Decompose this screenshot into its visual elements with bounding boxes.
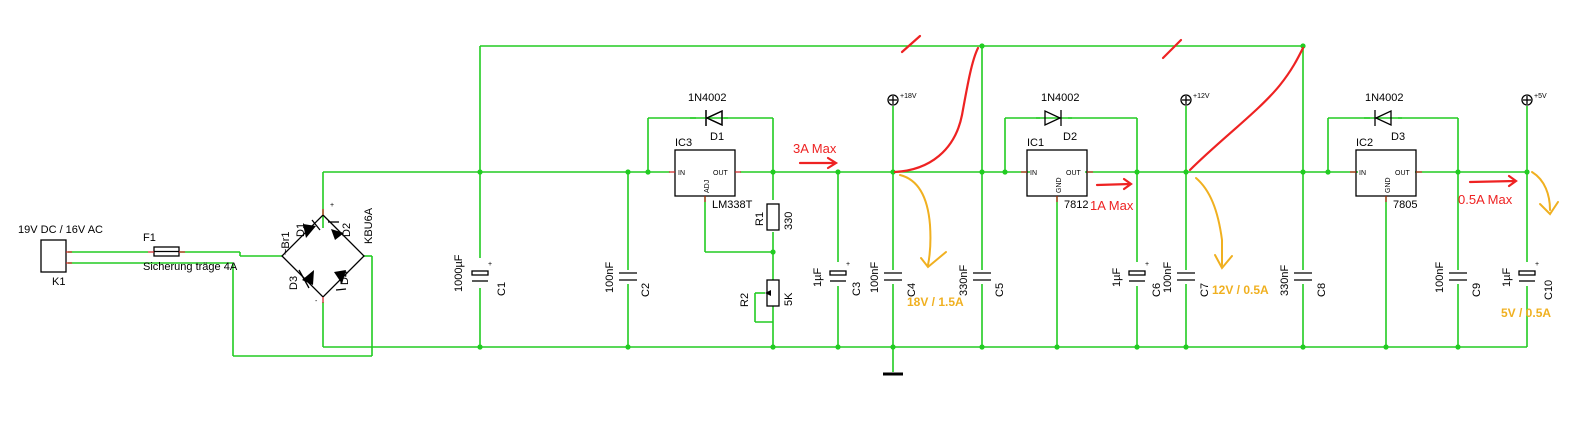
resistor-r1: R1 330 — [754, 203, 795, 231]
capacitor-c10: + 1µF C10 — [1501, 261, 1555, 300]
annotations: 3A Max 1A Max 0.5A Max 18V / 1.5A 12V / … — [793, 34, 1559, 320]
bridge-d3: D3 — [288, 276, 300, 290]
arrow-1a-icon — [1095, 177, 1133, 191]
bridge-ref: ~Br1 — [280, 231, 292, 255]
capacitor-c5: 330nF C5 — [958, 265, 1006, 297]
c3-value: 1µF — [812, 268, 824, 287]
reg3-out: OUT — [1395, 170, 1411, 177]
c1-plus: + — [488, 261, 492, 268]
junctions — [477, 43, 1530, 350]
reg3-diode-part: 1N4002 — [1365, 92, 1404, 104]
c5-ref: C5 — [994, 283, 1006, 297]
c7-ref: C7 — [1199, 283, 1211, 297]
c6-ref: C6 — [1151, 283, 1163, 297]
reg1-ref: IC3 — [675, 137, 692, 149]
bridge-d4: D4 — [339, 271, 351, 285]
fuse-desc: Sicherung träge 4A — [143, 261, 238, 273]
connector-ref: K1 — [52, 276, 65, 288]
capacitor-c4: 100nF C4 — [869, 262, 918, 297]
c1-value: 1000µF — [453, 254, 465, 292]
reg1-out: OUT — [713, 170, 729, 177]
capacitor-c2: 100nF C2 — [604, 262, 652, 297]
r2-ref: R2 — [739, 293, 751, 307]
bridge-rectifier: + - ~Br1 D1 D2 D3 D4 KBU6A — [280, 202, 375, 305]
reg2-in: IN — [1030, 170, 1037, 177]
rail-12v: +12V — [1193, 93, 1210, 100]
annotation-12v: 12V / 0.5A — [1212, 283, 1269, 297]
c9-ref: C9 — [1471, 283, 1483, 297]
bridge-part: KBU6A — [363, 207, 375, 244]
reg3-in: IN — [1359, 170, 1366, 177]
capacitor-c3: + 1µF C3 — [812, 261, 863, 296]
bridge-plus: + — [330, 202, 334, 209]
bridge-d2: D2 — [341, 223, 353, 237]
r2-value: 5K — [783, 292, 795, 306]
annotation-5v: 5V / 0.5A — [1501, 306, 1551, 320]
reg2-ref: IC1 — [1027, 137, 1044, 149]
capacitor-c7: 100nF C7 — [1162, 262, 1211, 297]
reg1-diode-ref: D1 — [710, 131, 724, 143]
regulator-7805: IC2 IN OUT GND 7805 1N4002 D3 — [1350, 92, 1422, 211]
c1-ref: C1 — [496, 282, 508, 296]
c10-plus: + — [1535, 261, 1539, 268]
annotation-1a-max: 1A Max — [1090, 198, 1134, 213]
c10-ref: C10 — [1543, 280, 1555, 300]
fuse-ref: F1 — [143, 232, 156, 244]
fuse-f1: F1 Sicherung träge 4A — [143, 232, 238, 273]
terminal-5v: +5V — [1521, 93, 1547, 106]
capacitor-c1: + 1000µF C1 — [453, 254, 508, 296]
reg2-gnd: GND — [1056, 177, 1063, 193]
reg2-diode-ref: D2 — [1063, 131, 1077, 143]
reg3-ref: IC2 — [1356, 137, 1373, 149]
regulator-lm338t: IC3 IN OUT ADJ LM338T 1N4002 D1 — [669, 92, 753, 211]
arrow-05a-icon — [1468, 174, 1518, 188]
reg2-out: OUT — [1066, 170, 1082, 177]
c9-value: 100nF — [1434, 262, 1446, 293]
c2-value: 100nF — [604, 262, 616, 293]
c4-ref: C4 — [906, 283, 918, 297]
reg1-part: LM338T — [712, 199, 753, 211]
terminal-12v: +12V — [1180, 93, 1210, 106]
arrow-3a-icon — [798, 156, 839, 170]
c6-value: 1µF — [1111, 268, 1123, 287]
regulator-7812: IC1 IN OUT GND 7812 1N4002 D2 — [1021, 92, 1093, 211]
c7-value: 100nF — [1162, 262, 1174, 293]
capacitor-c9: 100nF C9 — [1434, 262, 1483, 297]
connector-k1: 19V DC / 16V AC K1 — [18, 224, 103, 288]
reg1-in: IN — [678, 170, 685, 177]
reg1-diode-part: 1N4002 — [688, 92, 727, 104]
c2-ref: C2 — [640, 283, 652, 297]
c10-value: 1µF — [1501, 268, 1513, 287]
reg3-part: 7805 — [1393, 199, 1417, 211]
annotation-18v: 18V / 1.5A — [907, 295, 964, 309]
r1-value: 330 — [783, 212, 795, 230]
c8-ref: C8 — [1316, 283, 1328, 297]
c4-value: 100nF — [869, 262, 881, 293]
annotation-05a-max: 0.5A Max — [1458, 192, 1513, 207]
reg1-adj: ADJ — [704, 180, 711, 193]
rail-18v: +18V — [900, 93, 917, 100]
terminal-18v: +18V — [887, 93, 917, 106]
potentiometer-r2: R2 5K — [739, 279, 795, 307]
r1-ref: R1 — [754, 212, 766, 226]
reg2-diode-part: 1N4002 — [1041, 92, 1080, 104]
wires — [68, 45, 1528, 372]
bridge-minus: - — [315, 298, 318, 305]
rail-5v: +5V — [1534, 93, 1547, 100]
c3-plus: + — [846, 261, 850, 268]
capacitor-c6: + 1µF C6 — [1111, 261, 1163, 297]
c5-value: 330nF — [958, 265, 970, 296]
c8-value: 330nF — [1279, 265, 1291, 296]
bridge-d1: D1 — [295, 223, 307, 237]
c6-plus: + — [1145, 261, 1149, 268]
reg2-part: 7812 — [1064, 199, 1088, 211]
annotation-3a-max: 3A Max — [793, 141, 837, 156]
capacitor-c8: 330nF C8 — [1279, 265, 1328, 297]
reg3-diode-ref: D3 — [1391, 131, 1405, 143]
input-label: 19V DC / 16V AC — [18, 224, 103, 236]
c3-ref: C3 — [851, 282, 863, 296]
reg3-gnd: GND — [1385, 177, 1392, 193]
